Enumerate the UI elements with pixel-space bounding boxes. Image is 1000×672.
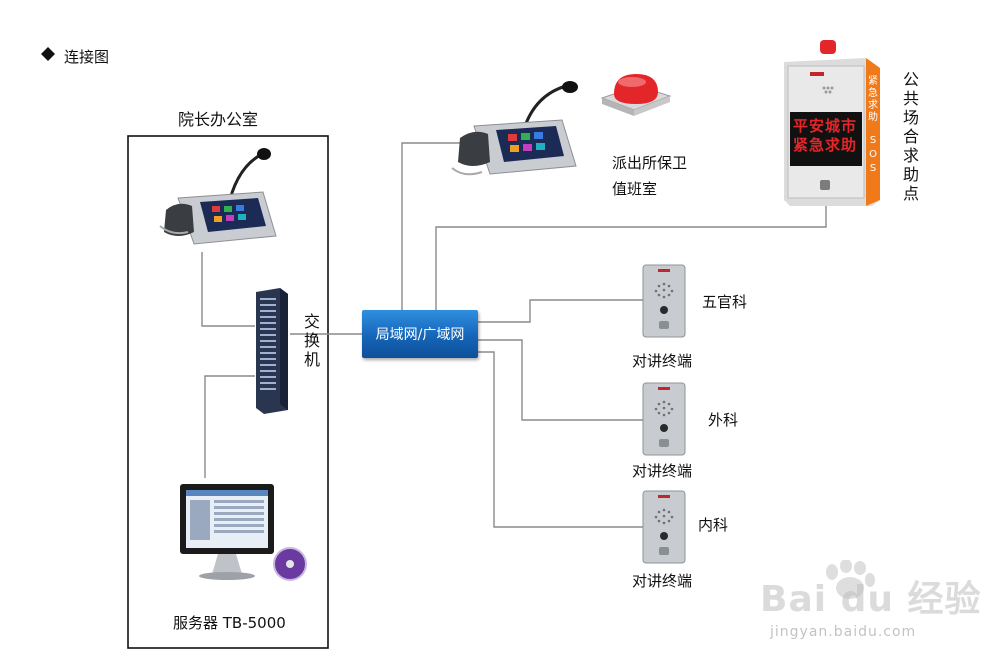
deskphone-police (450, 78, 582, 182)
line-server-switch (204, 375, 255, 478)
kiosk-screen-line2: 紧急求助 (792, 136, 857, 154)
network-switch (252, 288, 292, 414)
terminal-3-dept: 内科 (698, 516, 729, 534)
police-room-line1: 派出所保卫 (612, 154, 688, 172)
office-title: 院长办公室 (178, 110, 259, 129)
intercom-terminal-3 (642, 490, 686, 564)
help-point-label: 公共场合求助点 (902, 70, 919, 203)
line-lan-terminal-1 (478, 299, 643, 323)
terminal-1-caption: 对讲终端 (632, 352, 693, 370)
help-point-kiosk (780, 40, 884, 210)
deskphone-office (158, 146, 278, 252)
terminal-3-caption: 对讲终端 (632, 572, 693, 590)
server-computer (176, 480, 316, 586)
paw-icon (820, 560, 876, 600)
line-lan-helppoint (435, 203, 827, 310)
intercom-terminal-2 (642, 382, 686, 456)
office-frame (127, 135, 329, 649)
page-title: 连接图 (64, 48, 110, 66)
line-lan-terminal-2 (478, 339, 643, 421)
lan-wan-box: 局域网/广域网 (362, 310, 478, 358)
line-lan-terminal-3 (478, 351, 643, 528)
lan-wan-label: 局域网/广域网 (375, 327, 465, 343)
watermark-url: jingyan.baidu.com (770, 624, 917, 640)
kiosk-side-text: 紧急求助 (868, 76, 878, 123)
alarm-button (598, 68, 672, 120)
line-lan-police (401, 142, 470, 310)
kiosk-screen-line1: 平安城市 (792, 117, 857, 135)
line-phone-switch (201, 252, 255, 327)
kiosk-screen: 平安城市 紧急求助 (792, 117, 858, 155)
police-room-line2: 值班室 (612, 180, 658, 198)
watermark-logo: Bai du 经验 (760, 579, 982, 620)
intercom-terminal-1 (642, 264, 686, 338)
terminal-2-caption: 对讲终端 (632, 462, 693, 480)
terminal-1-dept: 五官科 (702, 293, 748, 311)
switch-label: 交换机 (303, 312, 320, 369)
diamond-icon (40, 46, 56, 62)
server-label: 服务器 TB-5000 (173, 614, 286, 632)
terminal-2-dept: 外科 (708, 411, 739, 429)
kiosk-sos-text: SOS (869, 135, 877, 174)
